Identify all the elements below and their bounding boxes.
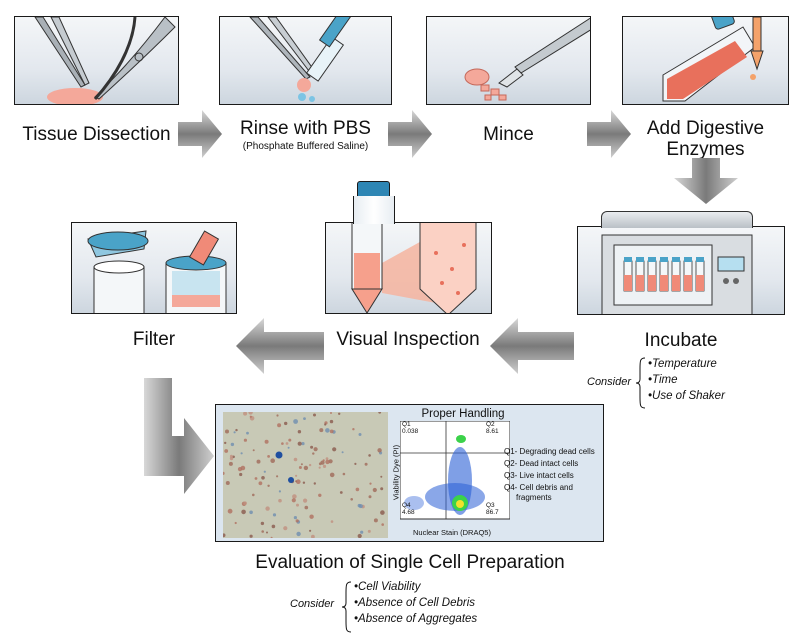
step-label-filter: Filter — [132, 329, 176, 350]
legend-item: Q4- Cell debris and — [504, 483, 573, 492]
filter-illustration — [71, 222, 237, 314]
legend-item: Q3- Live intact cells — [504, 471, 574, 480]
conical-tube-icon — [351, 223, 477, 313]
evaluation-panel-title: Proper Handling — [421, 408, 505, 420]
evaluation-consider-item: •Absence of Cell Debris — [354, 597, 475, 609]
brace-icon — [342, 581, 352, 633]
arrow-right-1 — [178, 110, 222, 158]
enzymes-illustration — [622, 16, 789, 105]
visual-inspection-illustration — [325, 222, 492, 314]
scalpel-icon — [464, 17, 590, 101]
incubator-illustration — [577, 226, 785, 315]
legend-item: Q2- Dead intact cells — [504, 459, 579, 468]
forceps-scissors-icon — [34, 17, 176, 104]
quadrant-q3-name: Q3 — [486, 502, 495, 509]
flow-cytometry-plot — [400, 421, 510, 520]
flow-x-axis-label: Nuclear Stain (DRAQ5) — [413, 528, 491, 537]
step-label-mince: Mince — [483, 124, 534, 145]
incubate-consider-label: Consider — [587, 376, 632, 388]
arrow-left-2 — [236, 318, 324, 374]
legend-item: fragments — [516, 493, 552, 502]
quadrant-q3-value: 86.7 — [486, 509, 499, 516]
quadrant-q4-name: Q4 — [402, 502, 411, 509]
quadrant-q2-value: 8.61 — [486, 428, 499, 435]
step-label-rinse: Rinse with PBS — [240, 118, 371, 139]
evaluation-consider-label: Consider — [290, 598, 335, 610]
evaluation-consider-item: •Absence of Aggregates — [354, 613, 478, 625]
mince-illustration — [426, 16, 591, 105]
evaluation-caption: Evaluation of Single Cell Preparation — [255, 552, 565, 573]
step-label-enzymes-2: Enzymes — [666, 139, 745, 160]
quadrant-q1-value: 0.038 — [402, 428, 419, 435]
step-label-dissection: Tissue Dissection — [22, 124, 171, 145]
incubator-shaker-icon — [601, 234, 753, 314]
step-sublabel-rinse: (Phosphate Buffered Saline) — [242, 141, 369, 152]
arrow-right-2 — [388, 110, 432, 158]
evaluation-panel — [215, 404, 604, 542]
incubator-lid-icon — [601, 211, 753, 228]
tube-dropper-icon — [662, 17, 764, 102]
step-label-enzymes-1: Add Digestive — [646, 118, 765, 139]
arrow-bent — [144, 378, 214, 494]
rinse-illustration — [219, 16, 392, 105]
quadrant-q4-value: 4.68 — [402, 509, 415, 516]
incubate-consider-item: •Use of Shaker — [648, 390, 725, 402]
dissection-illustration — [14, 16, 179, 105]
cell-strainer-icon — [87, 230, 227, 313]
microscopy-image — [223, 412, 388, 538]
arrow-left-1 — [490, 318, 574, 374]
quadrant-q2-name: Q2 — [486, 421, 495, 428]
evaluation-consider-item: •Cell Viability — [354, 581, 421, 593]
brace-icon — [636, 357, 646, 409]
flow-y-axis-label: Viability Dye (PI) — [391, 444, 401, 501]
step-label-incubate: Incubate — [644, 330, 718, 351]
step-label-visual: Visual Inspection — [336, 329, 480, 350]
pipette-icon — [249, 17, 354, 102]
incubate-consider-item: •Time — [648, 374, 678, 386]
tube-body-icon — [353, 196, 395, 224]
quadrant-q1-name: Q1 — [402, 421, 411, 428]
incubate-consider-item: •Temperature — [648, 358, 717, 370]
arrow-right-3 — [587, 110, 631, 158]
arrow-down — [674, 158, 738, 204]
legend-item: Q1- Degrading dead cells — [504, 447, 595, 456]
